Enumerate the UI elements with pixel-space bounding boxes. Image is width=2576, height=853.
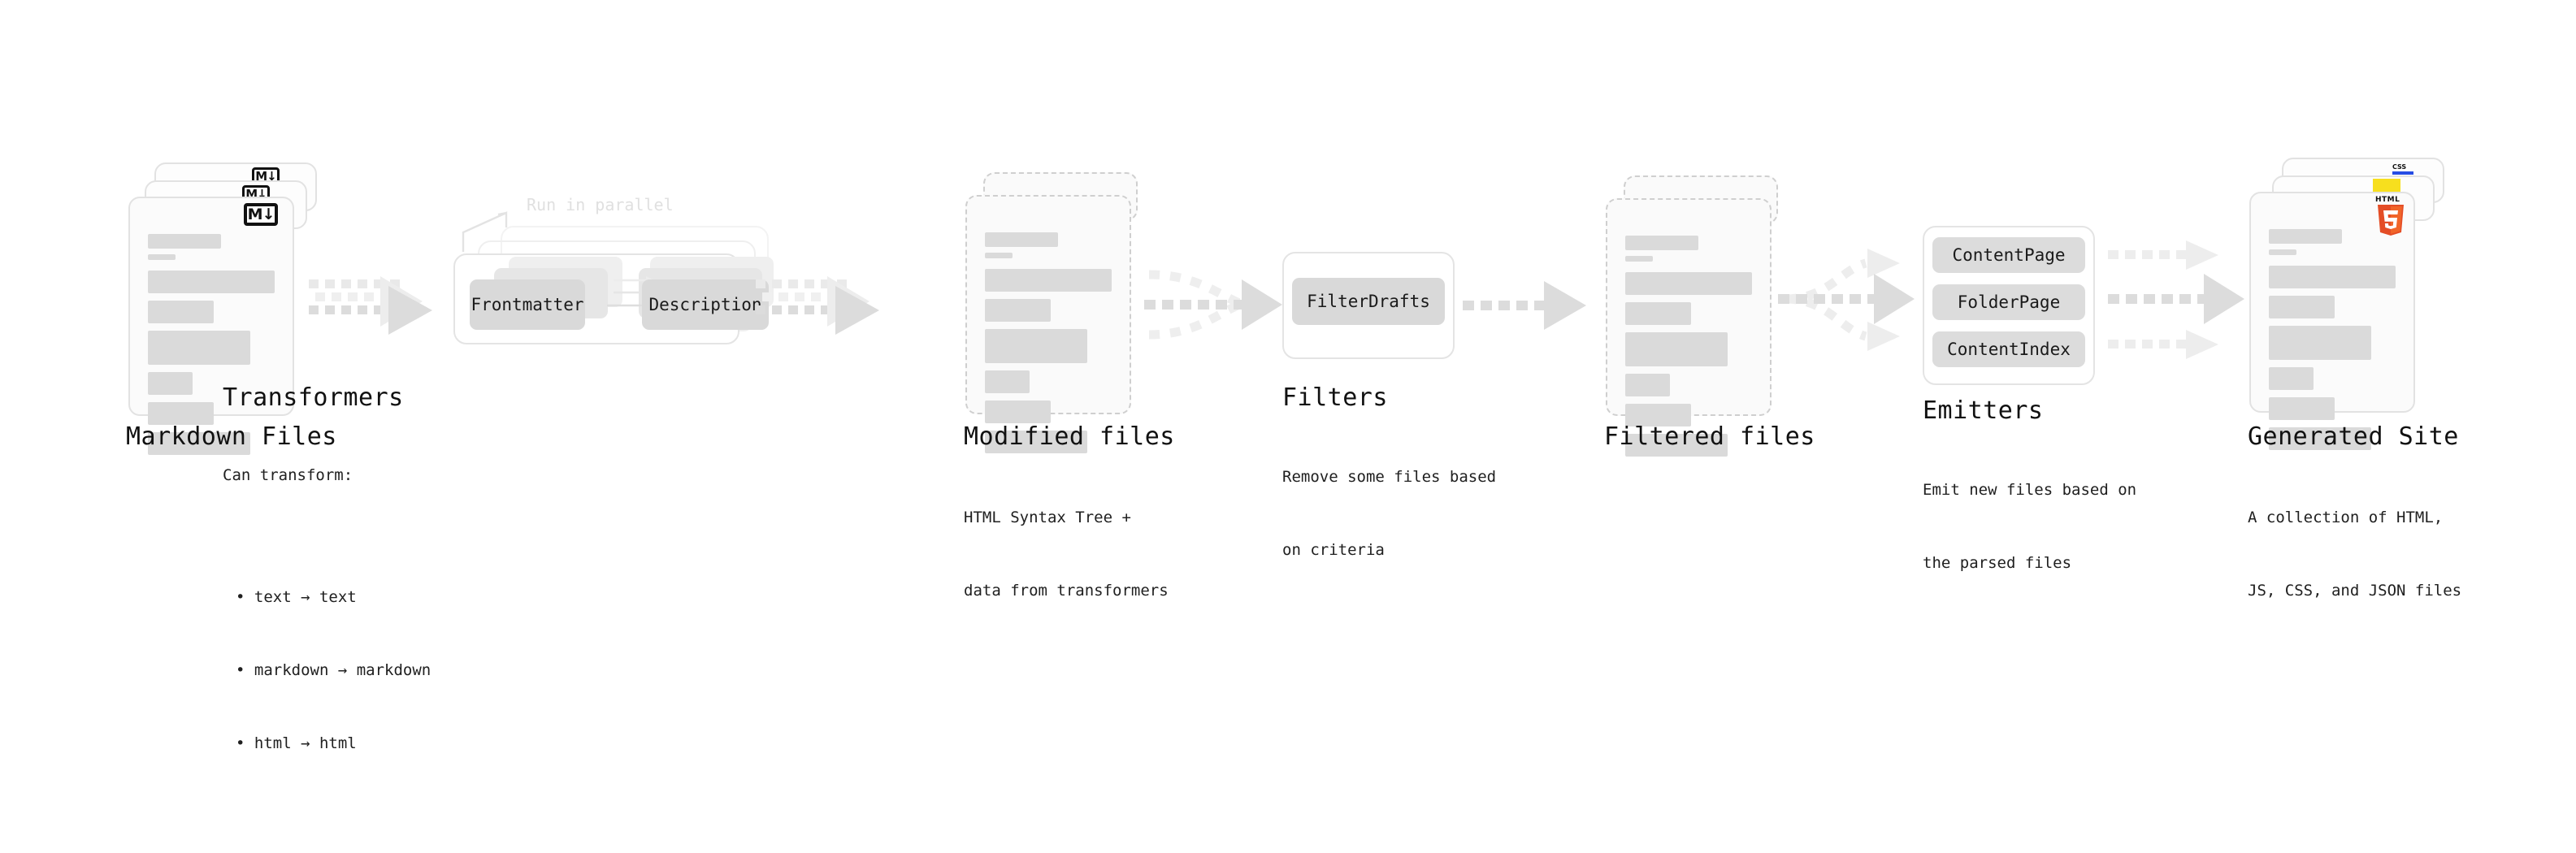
svg-text:HTML: HTML <box>2375 196 2400 204</box>
svg-text:CSS: CSS <box>2392 163 2406 171</box>
list-item: • markdown → markdown <box>236 661 432 679</box>
run-in-parallel-label: Run in parallel <box>527 195 674 214</box>
arrow-transformers-to-modified-files <box>756 276 879 335</box>
filters-description: Remove some files based on criteria <box>1282 416 1496 611</box>
filter-chip-filterdrafts[interactable]: FilterDrafts <box>1292 278 1445 325</box>
content-bar <box>2269 229 2343 244</box>
stage-title-filters: Filters <box>1282 383 1388 412</box>
content-bar <box>148 254 176 260</box>
emitter-chip-contentindex[interactable]: ContentIndex <box>1932 331 2085 367</box>
arrow-modified-files-to-filters <box>1144 270 1282 340</box>
content-bar <box>985 329 1088 363</box>
content-bar <box>2269 266 2396 288</box>
content-bar <box>2269 249 2297 255</box>
emitter-chip-contentpage[interactable]: ContentPage <box>1932 237 2085 273</box>
content-bar <box>1625 374 1670 396</box>
content-bar <box>985 299 1052 322</box>
markdown-file-card-front <box>128 197 294 455</box>
content-bar <box>148 432 251 455</box>
run-in-parallel-bracket <box>462 211 508 252</box>
content-bar <box>2269 367 2314 390</box>
content-bar <box>985 370 1030 393</box>
modified-file-card-front <box>965 195 1131 453</box>
description-line: HTML Syntax Tree + <box>964 509 1131 526</box>
description-line: JS, CSS, and JSON files <box>2248 582 2462 600</box>
css3-icon: CSS <box>2392 163 2413 175</box>
emitter-chip-folderpage[interactable]: FolderPage <box>1932 284 2085 320</box>
content-bar <box>148 301 215 323</box>
generated-site-description: A collection of HTML, JS, CSS, and JSON … <box>2248 457 2461 652</box>
arrow-emitters-to-generated-site <box>2108 240 2244 359</box>
content-bar <box>1625 332 1728 366</box>
content-bar <box>985 269 1112 292</box>
modified-files-description: HTML Syntax Tree + data from transformer… <box>964 457 1169 652</box>
stage-title-modified-files: Modified files <box>964 422 1175 451</box>
list-item: • text → text <box>236 588 357 606</box>
stage-title-markdown-files: Markdown Files <box>126 422 337 451</box>
description-line: Remove some files based <box>1282 468 1497 486</box>
content-bar <box>2269 326 2372 360</box>
chip-label: ContentIndex <box>1947 340 2071 359</box>
transformer-chip-description[interactable]: Description <box>642 279 769 330</box>
content-bar <box>148 271 275 293</box>
chip-label: Frontmatter <box>471 295 584 314</box>
content-bar <box>1625 272 1752 295</box>
description-line: on criteria <box>1282 541 1385 559</box>
content-bar <box>148 331 251 365</box>
markdown-icon: M↓ <box>244 203 278 226</box>
arrow-filtered-files-to-emitters <box>1778 249 1915 351</box>
chip-label: FilterDrafts <box>1307 292 1430 311</box>
content-bar <box>1625 302 1692 325</box>
content-bar <box>1625 404 1692 426</box>
stage-title-filtered-files: Filtered files <box>1604 422 1815 451</box>
arrow-markdown-to-transformers <box>309 276 432 335</box>
stage-title-emitters: Emitters <box>1923 396 2044 425</box>
chip-label: Description <box>648 295 762 314</box>
transformers-description: Can transform: • text → text • markdown … <box>223 414 431 853</box>
content-bar <box>985 232 1059 247</box>
content-bar <box>1625 256 1654 262</box>
list-item: • html → html <box>236 734 357 752</box>
content-bar <box>2269 397 2335 420</box>
description-line: A collection of HTML, <box>2248 509 2444 526</box>
content-bar <box>148 234 222 249</box>
content-bar <box>1625 236 1699 250</box>
html5-icon: HTML <box>2375 196 2404 236</box>
content-bar <box>148 402 215 425</box>
content-bar <box>148 372 193 395</box>
stage-title-generated-site: Generated Site <box>2248 422 2459 451</box>
description-line: data from transformers <box>964 582 1169 600</box>
transformers-bullet-list: • text → text • markdown → markdown • ht… <box>223 536 431 804</box>
content-bar <box>985 431 1088 453</box>
transformers-description-lead: Can transform: <box>223 466 353 484</box>
content-bar <box>2269 427 2372 450</box>
emitters-description: Emit new files based on the parsed files <box>1923 429 2136 624</box>
content-bar <box>2269 296 2335 318</box>
chip-label: ContentPage <box>1952 245 2066 265</box>
content-bar <box>985 401 1052 423</box>
pipeline-diagram: M↓ M↓ M↓ Markdown Files <box>126 158 2462 752</box>
content-bar <box>1625 434 1728 457</box>
content-bar <box>985 253 1013 258</box>
description-line: the parsed files <box>1923 554 2072 572</box>
arrow-filters-to-filtered-files <box>1463 281 1586 330</box>
chip-label: FolderPage <box>1957 292 2061 312</box>
filtered-file-card-front <box>1606 198 1772 457</box>
transformer-chip-frontmatter[interactable]: Frontmatter <box>470 279 585 330</box>
stage-title-transformers: Transformers <box>223 383 404 412</box>
description-line: Emit new files based on <box>1923 481 2137 499</box>
